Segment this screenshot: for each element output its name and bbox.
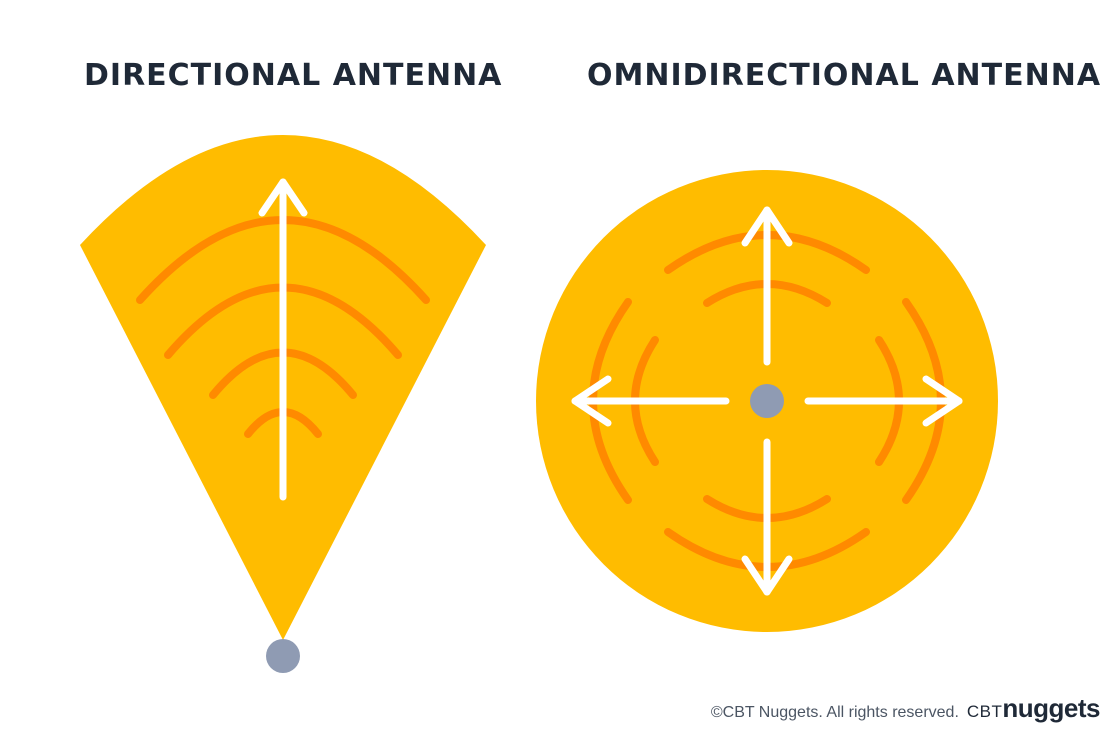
- directional-arrow-icon: [258, 178, 308, 501]
- omnidirectional-antenna-diagram: [536, 170, 998, 632]
- footer: ©CBT Nuggets. All rights reserved. CBT n…: [710, 693, 1101, 724]
- omni-antenna-dot-icon: [750, 384, 784, 418]
- omni-arrow-right-icon: [804, 375, 963, 427]
- directional-antenna-dot-icon: [266, 639, 300, 673]
- copyright-text: ©CBT Nuggets. All rights reserved.: [710, 704, 959, 721]
- logo-cbt-text: CBT: [966, 702, 1003, 721]
- directional-antenna-title: DIRECTIONAL ANTENNA: [84, 58, 503, 93]
- omni-arrow-up-icon: [741, 206, 793, 366]
- omni-arrow-down-icon: [741, 438, 793, 596]
- cbt-nuggets-logo: CBT nuggets: [966, 693, 1101, 724]
- directional-antenna-diagram: [80, 135, 486, 673]
- omni-arrow-left-icon: [571, 375, 730, 427]
- omnidirectional-antenna-title: OMNIDIRECTIONAL ANTENNA: [587, 58, 1102, 93]
- logo-nuggets-text: nuggets: [1002, 693, 1100, 723]
